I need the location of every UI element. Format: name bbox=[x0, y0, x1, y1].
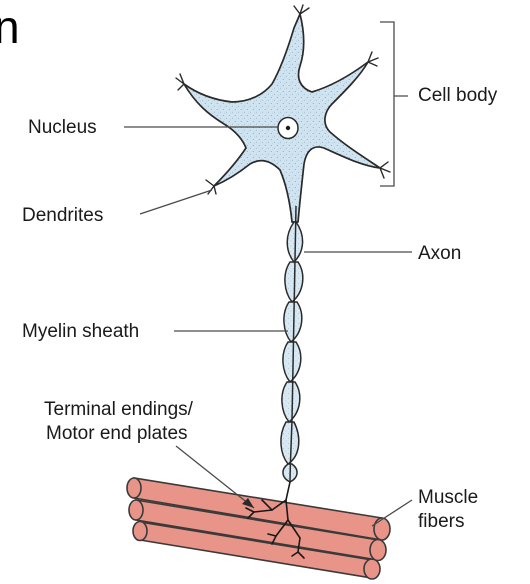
label-cell-body: Cell body bbox=[418, 84, 497, 107]
muscle-fibers bbox=[127, 478, 390, 579]
label-terminal-endings: Terminal endings/ bbox=[44, 398, 193, 421]
muscle-fiber-bottom-end bbox=[364, 559, 380, 579]
cell-body-bracket bbox=[380, 22, 408, 186]
label-motor-end-plates: Motor end plates bbox=[46, 422, 188, 445]
label-myelin-sheath: Myelin sheath bbox=[22, 320, 139, 343]
muscle-fiber-middle-end bbox=[370, 540, 386, 561]
label-nucleus: Nucleus bbox=[28, 116, 97, 139]
label-fibers: fibers bbox=[418, 510, 464, 533]
label-dendrites: Dendrites bbox=[22, 204, 103, 227]
label-axon: Axon bbox=[418, 242, 461, 265]
dendrites-leader bbox=[140, 190, 212, 214]
muscle-fiber-top-end bbox=[374, 518, 390, 540]
nucleus bbox=[278, 118, 298, 139]
cell-body bbox=[184, 14, 380, 222]
label-muscle: Muscle bbox=[418, 486, 478, 509]
leader-lines bbox=[124, 127, 412, 526]
muscle-leader bbox=[372, 500, 412, 526]
